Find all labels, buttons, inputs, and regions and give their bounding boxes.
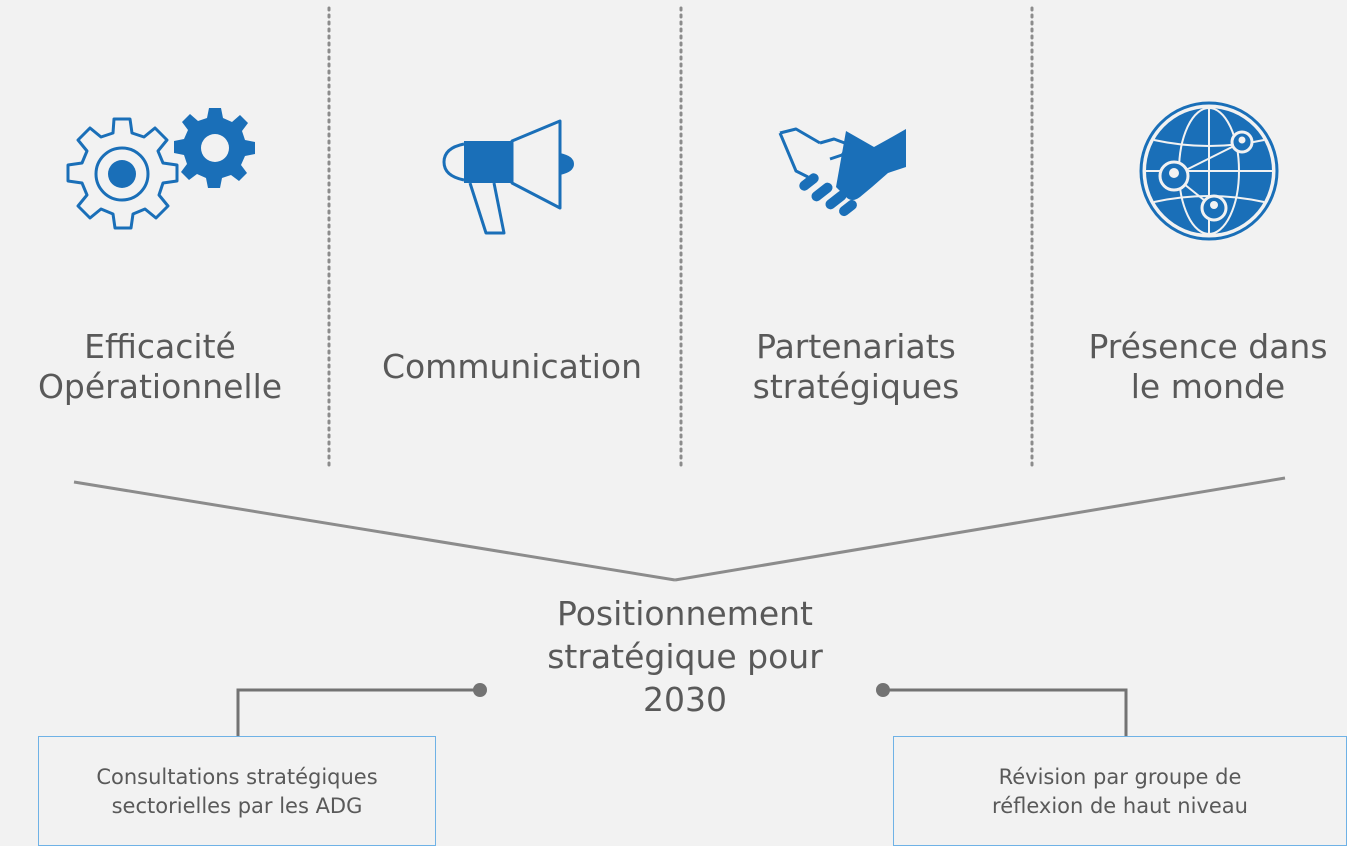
center-goal-line3: 2030 bbox=[643, 680, 727, 719]
center-goal-line1: Positionnement bbox=[556, 594, 813, 633]
pillar-communication: Communication bbox=[347, 347, 677, 387]
pillar-communication-line1: Communication bbox=[381, 347, 643, 386]
input-box-left-line2: sectorielles par les ADG bbox=[111, 794, 363, 818]
input-box-right-line1: Révision par groupe de bbox=[998, 765, 1242, 789]
input-box-left-line1: Consultations stratégiques bbox=[96, 765, 378, 789]
input-box-left: Consultations stratégiques sectorielles … bbox=[38, 736, 436, 846]
handshake-icon bbox=[778, 127, 906, 217]
megaphone-icon bbox=[442, 119, 574, 235]
pillar-presence-line2: le monde bbox=[1130, 367, 1286, 406]
center-goal-line2: stratégique pour bbox=[547, 637, 823, 676]
pillar-efficacite-line1: Efficacité bbox=[84, 327, 236, 366]
left-connector bbox=[236, 688, 480, 737]
input-box-right: Révision par groupe de réflexion de haut… bbox=[893, 736, 1347, 846]
funnel-line-right bbox=[674, 476, 1286, 582]
pillar-efficacite-line2: Opérationnelle bbox=[37, 367, 283, 406]
globe-icon bbox=[1139, 101, 1279, 241]
pillar-partenariats-line2: stratégiques bbox=[752, 367, 960, 406]
pillar-efficacite: Efficacité Opérationnelle bbox=[0, 327, 325, 407]
left-connector-dot bbox=[473, 683, 487, 697]
right-connector-dot bbox=[876, 683, 890, 697]
pillar-partenariats: Partenariats stratégiques bbox=[691, 327, 1021, 407]
center-goal: Positionnement stratégique pour 2030 bbox=[480, 592, 890, 721]
pillar-partenariats-line1: Partenariats bbox=[756, 327, 956, 366]
pillar-presence: Présence dans le monde bbox=[1043, 327, 1347, 407]
funnel-line-left bbox=[73, 480, 676, 582]
pillar-presence-line1: Présence dans bbox=[1088, 327, 1328, 366]
input-box-right-line2: réflexion de haut niveau bbox=[992, 794, 1248, 818]
right-connector bbox=[883, 688, 1128, 737]
gears-icon bbox=[66, 108, 255, 230]
